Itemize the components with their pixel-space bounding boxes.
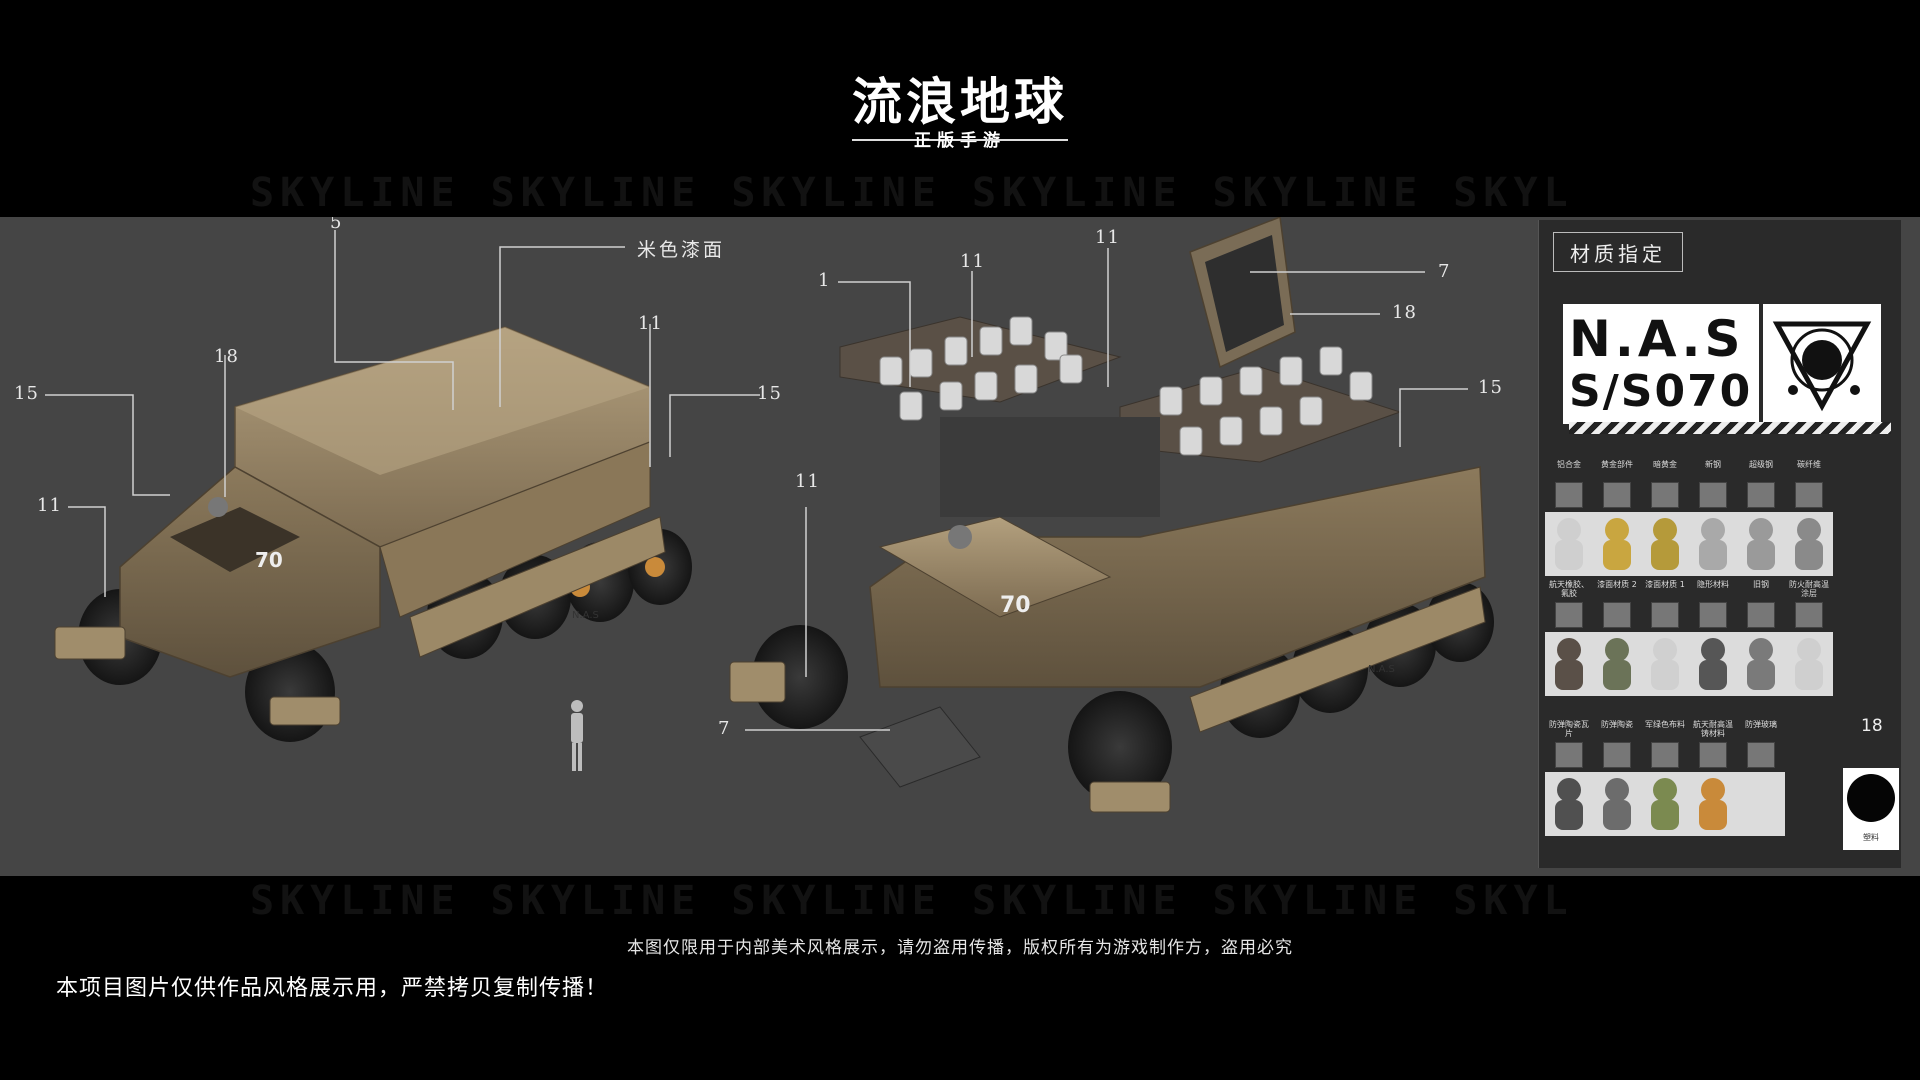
callout-18-right: 18	[1392, 302, 1417, 323]
nas-emblem-icon	[1763, 304, 1881, 424]
callout-18-left: 18	[214, 346, 239, 367]
big-swatch-name: 塑料	[1863, 833, 1879, 842]
material-reference-thumb	[1555, 482, 1583, 508]
material-reference-thumb	[1651, 742, 1679, 768]
header: 流浪地球 正版手游 SKYLINE SKYLINE SKYLINE SKYLIN…	[0, 0, 1920, 217]
material-preview-swatch	[1689, 512, 1737, 576]
callout-lines-right	[745, 248, 1468, 731]
material-label: 旧钢	[1753, 580, 1769, 589]
material-reference-thumb	[1603, 482, 1631, 508]
material-reference-thumb	[1747, 602, 1775, 628]
vehicle-code-line2: S/S070	[1569, 366, 1753, 417]
material-preview-swatch	[1737, 772, 1785, 836]
callout-11-right-b: 11	[1095, 227, 1120, 248]
callout-15-left: 15	[14, 383, 39, 404]
vehicle-right-number: 70	[1000, 593, 1031, 618]
material-panel: 材质指定 N.A.S S/S070 铝合金 黄金部件 暗黄金 新钢 超级钢 碳纤维 航天橡…	[1538, 220, 1901, 868]
material-preview-swatch	[1545, 512, 1593, 576]
watermark-top: SKYLINE SKYLINE SKYLINE SKYLINE SKYLINE …	[250, 170, 1570, 216]
logo-subtitle: 正版手游	[914, 131, 1006, 151]
material-label: 军绿色布料	[1645, 720, 1685, 729]
callout-1: 1	[818, 270, 831, 291]
material-reference-thumb	[1651, 482, 1679, 508]
material-label: 防弹玻璃	[1745, 720, 1777, 729]
material-label: 航天耐高温铸材料	[1693, 720, 1733, 738]
material-label: 碳纤维	[1797, 460, 1821, 469]
disclaimer-center: 本图仅限用于内部美术风格展示，请勿盗用传播，版权所有为游戏制作方，盗用必究	[627, 938, 1293, 958]
logo-divider-left	[852, 139, 960, 141]
material-reference-thumb	[1555, 742, 1583, 768]
footer: SKYLINE SKYLINE SKYLINE SKYLINE SKYLINE …	[0, 876, 1920, 1080]
material-label: 黄金部件	[1601, 460, 1633, 469]
material-label: 铝合金	[1557, 460, 1581, 469]
material-panel-title: 材质指定	[1553, 232, 1683, 272]
material-reference-thumb	[1651, 602, 1679, 628]
callout-11-left-top: 11	[638, 313, 663, 334]
material-preview-swatch	[1785, 512, 1833, 576]
material-preview-swatch	[1545, 632, 1593, 696]
material-label: 漆面材质 1	[1645, 580, 1685, 589]
callout-11-left: 11	[37, 495, 62, 516]
material-preview-swatch	[1689, 632, 1737, 696]
vehicle-left-brand: N.A.S	[572, 610, 599, 621]
material-preview-swatch	[1593, 772, 1641, 836]
material-reference-thumb	[1555, 602, 1583, 628]
material-preview-swatch	[1737, 512, 1785, 576]
callout-7-bottom: 7	[718, 718, 731, 739]
material-label: 防火耐高温涂层	[1789, 580, 1829, 598]
vehicle-code-box: N.A.S S/S070	[1563, 304, 1759, 424]
material-label: 暗黄金	[1653, 460, 1677, 469]
material-label: 航天橡胶、氟胶	[1549, 580, 1589, 598]
callout-15-right: 15	[1478, 377, 1503, 398]
human-scale-figure	[571, 700, 583, 771]
hazard-stripe	[1569, 422, 1891, 434]
callout-lines-left	[45, 230, 760, 597]
material-swatch-plastic: 塑料	[1843, 768, 1899, 850]
vehicle-right-brand: N.A.S	[1368, 664, 1395, 675]
vehicle-left-number: 70	[255, 548, 283, 572]
material-preview-swatch	[1737, 632, 1785, 696]
material-reference-thumb	[1699, 742, 1727, 768]
vehicles-illustration: 70 N.A.S	[45, 217, 1494, 813]
material-label: 防弹陶瓷	[1601, 720, 1633, 729]
wheel	[1068, 691, 1172, 803]
material-preview-swatch	[1641, 512, 1689, 576]
material-reference-thumb	[1699, 482, 1727, 508]
callout-7-top: 7	[1438, 261, 1451, 282]
disclaimer-left: 本项目图片仅供作品风格展示用，严禁拷贝复制传播！	[56, 976, 609, 1001]
material-label: 漆面材质 2	[1597, 580, 1637, 589]
material-preview-swatch	[1785, 632, 1833, 696]
logo-divider-right	[960, 139, 1068, 141]
watermark-bottom: SKYLINE SKYLINE SKYLINE SKYLINE SKYLINE …	[250, 878, 1570, 924]
material-preview-swatch	[1641, 632, 1689, 696]
material-reference-thumb	[1795, 602, 1823, 628]
material-preview-swatch	[1689, 772, 1737, 836]
material-reference-thumb	[1747, 482, 1775, 508]
vehicle-right	[729, 217, 1494, 813]
material-label: 新钢	[1705, 460, 1721, 469]
callout-11-right-a: 11	[960, 251, 985, 272]
big-swatch-number: 18	[1861, 716, 1883, 736]
material-preview-swatch	[1593, 632, 1641, 696]
material-label: 隐形材料	[1697, 580, 1729, 589]
logo-title: 流浪地球	[852, 73, 1068, 131]
material-reference-thumb	[1747, 742, 1775, 768]
vehicle-code-line1: N.A.S	[1569, 310, 1745, 368]
callout-11-right-left: 11	[795, 471, 820, 492]
material-label: 防弹陶瓷瓦片	[1549, 720, 1589, 738]
material-label: 超级钢	[1749, 460, 1773, 469]
material-reference-thumb	[1603, 742, 1631, 768]
material-reference-thumb	[1795, 482, 1823, 508]
callout-beige-paint: 米色漆面	[637, 239, 726, 261]
wheel	[752, 625, 848, 729]
callout-5: 5	[330, 217, 343, 233]
material-reference-thumb	[1699, 602, 1727, 628]
material-preview-swatch	[1545, 772, 1593, 836]
material-reference-thumb	[1603, 602, 1631, 628]
callout-15-left-right: 15	[757, 383, 782, 404]
vehicle-left	[54, 326, 692, 742]
material-preview-swatch	[1593, 512, 1641, 576]
material-preview-swatch	[1641, 772, 1689, 836]
